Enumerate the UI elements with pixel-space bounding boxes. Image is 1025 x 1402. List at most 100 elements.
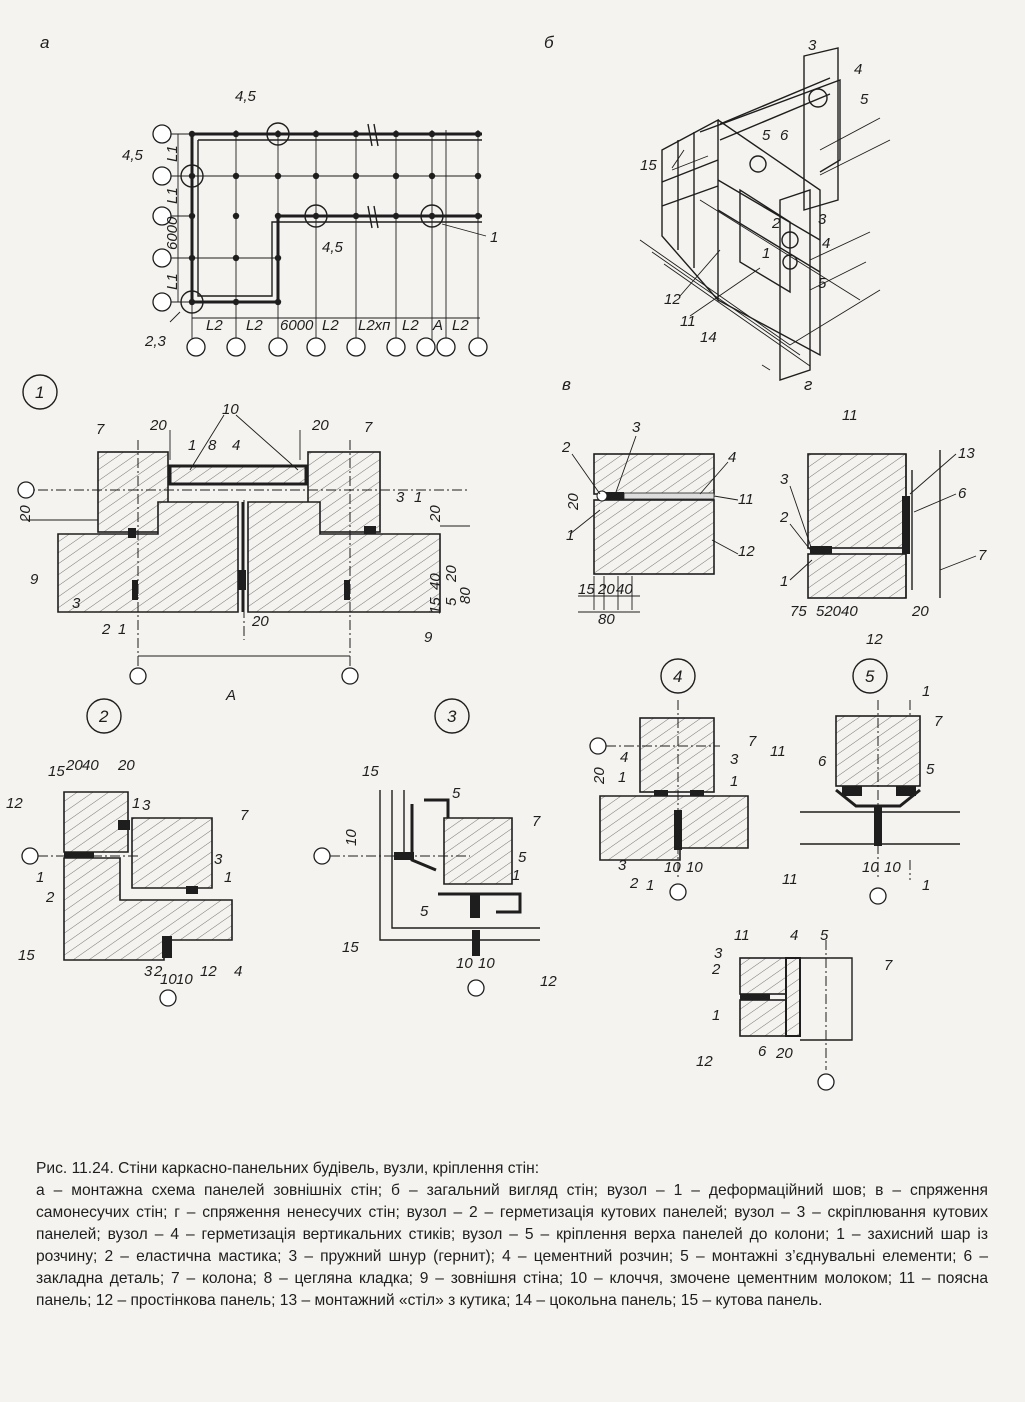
n4-label-1a: 1 (618, 769, 626, 786)
s11-label-6: 6 (758, 1043, 767, 1060)
n3-label-1: 1 (512, 867, 520, 884)
n3-label-5c: 5 (420, 903, 429, 920)
n1-label-9a: 9 (30, 571, 39, 588)
n1-dim-20a: 20 (149, 417, 167, 434)
n4-label-3a: 3 (730, 751, 739, 768)
s11-label-2: 2 (711, 961, 721, 978)
n5-label-7: 7 (934, 713, 943, 730)
n4-label-7: 7 (748, 733, 757, 750)
iso-label-3b: 3 (818, 211, 827, 228)
dim-h-1: L2 (246, 317, 263, 334)
s11-dim-20: 20 (775, 1045, 793, 1062)
n1-dim-20c: 20 (17, 505, 34, 523)
dim-h-5: L2 (402, 317, 419, 334)
node-1-label: 1 (35, 383, 44, 402)
dim-h-7: L2 (452, 317, 469, 334)
v-dim-15: 15 (578, 581, 595, 598)
n1-label-9b: 9 (424, 629, 433, 646)
n1-label-4: 4 (232, 437, 240, 454)
n5-dim-10a: 10 (862, 859, 879, 876)
iso-label-12: 12 (664, 291, 681, 308)
iso-label-1: 1 (762, 245, 770, 262)
callout-2-3: 2,3 (144, 333, 167, 350)
s11-label-12: 12 (696, 1053, 713, 1070)
s11-label-1: 1 (712, 1007, 720, 1024)
node-3: 3 15 5 7 5 1 5 15 12 10 10 10 (313, 698, 557, 997)
s11-label-11: 11 (734, 927, 750, 944)
dim-h-2: 6000 (280, 317, 314, 334)
node-4-label: 4 (673, 667, 682, 686)
n1-label-1c: 1 (118, 621, 126, 638)
n1-label-3a: 3 (396, 489, 405, 506)
g-label-7: 7 (978, 547, 987, 564)
n2-label-12a: 12 (6, 795, 23, 812)
n1-dim-20d: 20 (427, 505, 444, 523)
n2-dim-40a: 40 (82, 757, 99, 774)
n4-label-11: 11 (770, 743, 786, 760)
detail-v: в 2 3 4 11 12 1 20 15 20 40 80 (561, 375, 755, 628)
n1-label-1a: 1 (188, 437, 196, 454)
node-5-label: 5 (865, 667, 875, 686)
n1-dim-20b: 20 (311, 417, 329, 434)
v-label-3: 3 (632, 419, 641, 436)
n4-dim-20: 20 (591, 767, 608, 785)
node-2-label: 2 (98, 707, 109, 726)
n1-label-7a: 7 (96, 421, 105, 438)
g-label-1: 1 (780, 573, 788, 590)
n5-label-11: 11 (782, 871, 798, 888)
node-1-expansion-joint: 1 10 20 20 7 7 1 8 4 3 1 20 20 9 (17, 374, 474, 704)
n2-label-1b: 1 (224, 869, 232, 886)
callout-4-5-left: 4,5 (122, 147, 144, 164)
iso-label-11: 11 (680, 313, 696, 330)
dim-h-0: L2 (206, 317, 223, 334)
n2-label-3c: 3 (144, 963, 153, 980)
n3-dim-10c: 10 (478, 955, 495, 972)
n2-label-15: 15 (18, 947, 35, 964)
n1-label-10: 10 (222, 401, 239, 418)
iso-label-15: 15 (640, 157, 657, 174)
n2-label-4: 4 (234, 963, 242, 980)
dim-h-4: L2хп (358, 317, 390, 334)
dim-v-l1-top: L1 (164, 145, 181, 162)
n2-dim-20a: 20 (65, 757, 83, 774)
n1-label-2: 2 (101, 621, 111, 638)
panel-label-g: г (804, 375, 812, 394)
n2-dim-15: 15 (48, 763, 65, 780)
n1-label-1b: 1 (414, 489, 422, 506)
s11-label-5: 5 (820, 927, 829, 944)
n5-label-1b: 1 (922, 877, 930, 894)
g-dim-20: 20 (911, 603, 929, 620)
n5-label-1a: 1 (922, 683, 930, 700)
g-label-3: 3 (780, 471, 789, 488)
iso-label-14: 14 (700, 329, 717, 346)
s11-label-4: 4 (790, 927, 798, 944)
figure-caption: Рис. 11.24. Стіни каркасно-панельних буд… (36, 1158, 988, 1312)
g-dim-52040: 52040 (816, 603, 858, 620)
n2-label-12b: 12 (200, 963, 217, 980)
n4-label-2: 2 (629, 875, 639, 892)
n4-label-1b: 1 (730, 773, 738, 790)
iso-label-4a: 4 (854, 61, 862, 78)
g-dim-75: 75 (790, 603, 807, 620)
n3-label-5b: 5 (518, 849, 527, 866)
v-label-11: 11 (738, 491, 754, 508)
n2-label-3b: 3 (214, 851, 223, 868)
n1-dim-20f: 20 (443, 565, 460, 583)
g-label-11: 11 (842, 407, 858, 424)
dim-v-l1-bot: L1 (164, 273, 181, 290)
caption-body: а – монтажна схема панелей зовнішніх сті… (36, 1182, 988, 1309)
g-label-2: 2 (779, 509, 789, 526)
n2-label-1c: 1 (36, 869, 44, 886)
iso-label-6b: 6 (780, 127, 789, 144)
node-3-label: 3 (447, 707, 457, 726)
n2-label-7: 7 (240, 807, 249, 824)
n1-label-3b: 3 (72, 595, 81, 612)
g-label-6: 6 (958, 485, 967, 502)
node-4: 4 7 4 1 3 1 11 3 2 1 20 10 10 (589, 658, 786, 901)
section-1-1: 11 4 5 7 3 2 1 12 6 20 (696, 927, 893, 1091)
panel-label-v: в (562, 375, 571, 394)
v-label-1: 1 (566, 527, 574, 544)
n5-dim-10b: 10 (884, 859, 901, 876)
v-label-12: 12 (738, 543, 755, 560)
n3-label-15b: 15 (342, 939, 359, 956)
